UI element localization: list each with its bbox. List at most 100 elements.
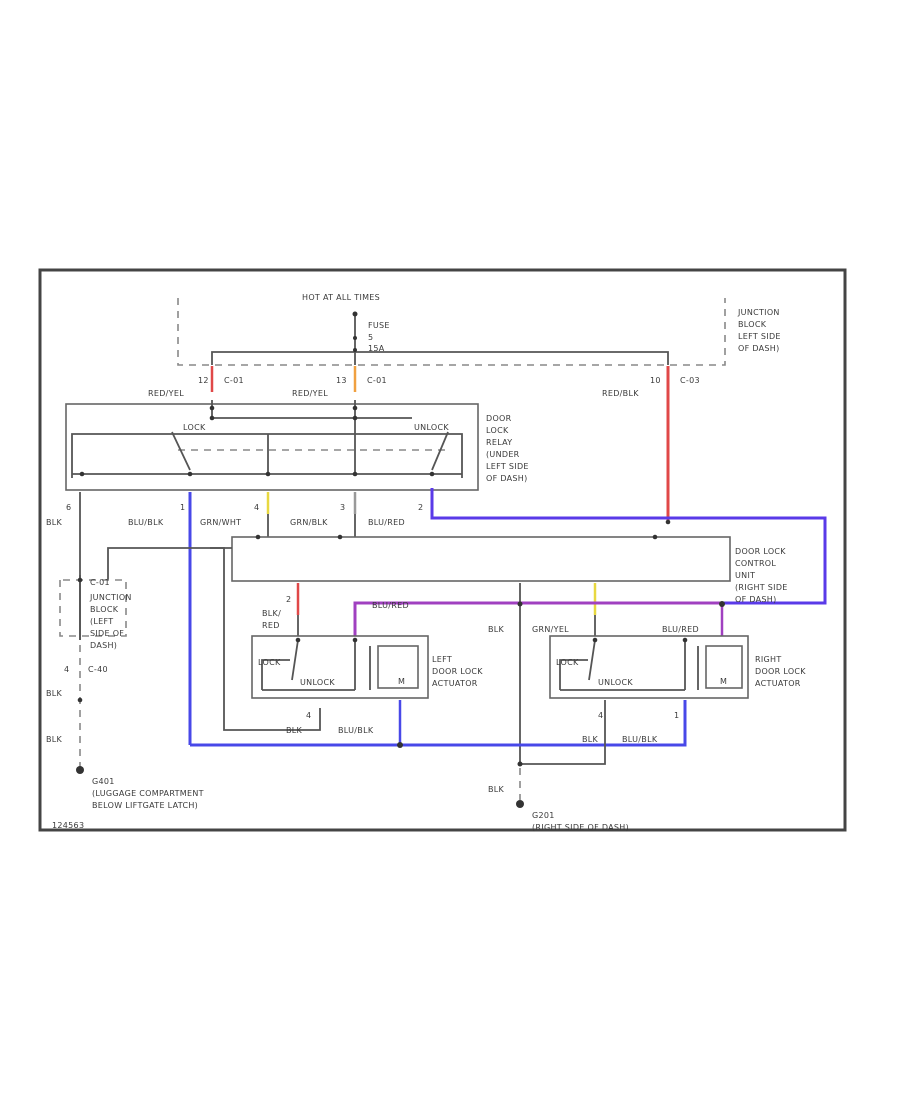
relay-node-2 (209, 415, 215, 421)
lock-switch-arm (171, 431, 191, 471)
left-actuator-pin-top: 2 (286, 595, 291, 604)
wire-label-red-blk: RED/BLK (602, 389, 639, 398)
wire-grn-wht-route (107, 547, 232, 580)
fuse-terminal-bottom (353, 348, 357, 352)
left-actuator-blu-red: BLU/RED (372, 601, 409, 610)
right-actuator-label-2: DOOR LOCK (755, 667, 806, 676)
fuse-terminal-top (353, 336, 357, 340)
control-unit-label-1: DOOR LOCK (735, 547, 786, 556)
control-unit-label-2: CONTROL (735, 559, 776, 568)
relay-lock-label: LOCK (183, 423, 206, 432)
right-actuator-lock-label: LOCK (556, 658, 579, 667)
pin-6: 6 (66, 503, 71, 512)
right-actuator-blu-blk: BLU/BLK (622, 735, 658, 744)
fuse-amperage: 15A (368, 344, 385, 353)
left-actuator-blk-red-1: BLK/ (262, 609, 281, 618)
left-actuator-label-3: ACTUATOR (432, 679, 478, 688)
relay-node-1 (209, 405, 215, 411)
left-ground-blk-1: BLK (46, 689, 63, 698)
wire-label-blk: BLK (46, 518, 63, 527)
wire-label-red-yel-2: RED/YEL (292, 389, 328, 398)
left-actuator-node-1 (295, 637, 301, 643)
pin-13: 13 (336, 376, 347, 385)
left-actuator-label-1: LEFT (432, 655, 452, 664)
pin-12: 12 (198, 376, 209, 385)
ground-g401 (76, 766, 84, 774)
left-actuator-label-2: DOOR LOCK (432, 667, 483, 676)
wire-label-blu-blk: BLU/BLK (128, 518, 164, 527)
wire-blu-red-bus (430, 488, 827, 605)
left-junction-block-outline (59, 579, 127, 637)
wire-blu-blk-bus (190, 700, 687, 747)
conn-c01-a: C-01 (224, 376, 244, 385)
relay-node-8 (352, 471, 358, 477)
control-unit-node-4 (665, 519, 671, 525)
wire-label-red-yel-1: RED/YEL (148, 389, 184, 398)
control-unit-label-5: OF DASH) (735, 595, 777, 604)
right-actuator-grn-yel: GRN/YEL (532, 625, 569, 634)
left-jb-label-1: JUNCTION (89, 593, 132, 602)
ground-g401-location-1: (LUGGAGE COMPARTMENT (92, 789, 204, 798)
relay-node-9 (429, 471, 435, 477)
left-actuator-blk: BLK (286, 726, 303, 735)
fuse-label: FUSE (368, 321, 390, 330)
right-actuator-pin-bot: 4 (598, 711, 603, 720)
pin-10: 10 (650, 376, 661, 385)
junction-block-outline (177, 298, 726, 366)
relay-node-4 (352, 415, 358, 421)
right-actuator-ground (520, 700, 606, 765)
relay-label-3: RELAY (486, 438, 513, 447)
ground-splice-right (517, 761, 523, 767)
right-actuator-motor: M (720, 677, 727, 686)
left-jb-label-2: BLOCK (90, 605, 119, 614)
door-lock-control-unit-box (231, 536, 731, 582)
door-lock-relay-box (65, 403, 479, 491)
relay-node-6 (187, 471, 193, 477)
relay-label-4: (UNDER (486, 450, 520, 459)
left-actuator-blu-blk: BLU/BLK (338, 726, 374, 735)
left-jb-connector: C-40 (88, 665, 108, 674)
right-actuator-node-1 (592, 637, 598, 643)
fuse-number: 5 (368, 333, 373, 342)
pin-3: 3 (340, 503, 345, 512)
right-actuator-blk2: BLK (582, 735, 599, 744)
right-actuator-label-1: RIGHT (755, 655, 782, 664)
conn-c03: C-03 (680, 376, 700, 385)
splice-blu-blk (397, 742, 403, 748)
relay-label-5: LEFT SIDE (486, 462, 529, 471)
left-jb-node (77, 577, 83, 583)
junction-block-line2: BLOCK (738, 320, 767, 329)
left-actuator-pin-bot: 4 (306, 711, 311, 720)
hot-label: HOT AT ALL TIMES (302, 293, 380, 302)
control-unit-node-3 (652, 534, 658, 540)
junction-block-line4: OF DASH) (738, 344, 780, 353)
diagram-code: 124563 (52, 821, 84, 830)
right-actuator-switch (588, 639, 596, 681)
wire-grn-wht-actuator (210, 547, 321, 731)
ground-g201 (516, 800, 524, 808)
ground-g401-location-2: BELOW LIFTGATE LATCH) (92, 801, 198, 810)
left-jb-pin: 4 (64, 665, 69, 674)
wire-label-blu-red: BLU/RED (368, 518, 405, 527)
right-actuator-unlock-label: UNLOCK (598, 678, 633, 687)
left-actuator-motor: M (398, 677, 405, 686)
relay-label-1: DOOR (486, 414, 512, 423)
right-actuator-lock-path (559, 659, 588, 690)
ground-g401-id: G401 (92, 777, 115, 786)
right-actuator-blu-red: BLU/RED (662, 625, 699, 634)
relay-label-2: LOCK (486, 426, 509, 435)
fuse-bus (211, 351, 669, 365)
wire-blu-red-actuators (353, 601, 722, 636)
control-unit-node-1 (255, 534, 261, 540)
control-unit-label-3: UNIT (735, 571, 755, 580)
junction-block-title: JUNCTION (737, 308, 780, 317)
relay-node-5 (79, 471, 85, 477)
right-actuator-blk: BLK (488, 625, 505, 634)
left-actuator-switch (291, 639, 299, 681)
relay-label-6: OF DASH) (486, 474, 528, 483)
control-unit-node-2 (337, 534, 343, 540)
splice-blu-red (719, 601, 725, 607)
relay-inner-loop (71, 433, 463, 478)
left-actuator-lock-label: LOCK (258, 658, 281, 667)
